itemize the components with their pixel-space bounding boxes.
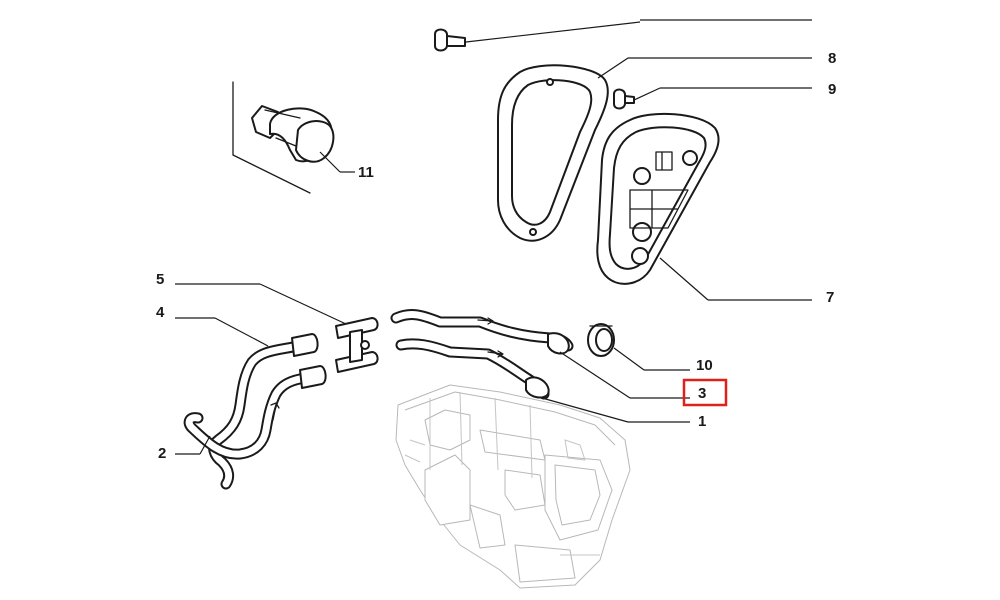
callout-3: 3 [698,385,706,402]
callout-5: 5 [156,271,164,288]
callout-11: 11 [358,164,374,181]
callout-3-highlight [682,378,728,407]
callout-9: 9 [828,81,836,98]
callout-1: 1 [698,413,706,430]
heater-box-ghost [395,384,631,589]
part-9-bolt [613,87,812,110]
part-8-gasket [434,19,812,242]
part-4-hose-assembly [175,317,327,490]
part-7-cover [596,112,812,301]
part-3-and-1-pipes [390,309,690,423]
callout-7: 7 [826,289,834,306]
part-11-clip [232,81,355,194]
callout-4: 4 [156,304,165,321]
callout-10: 10 [696,357,713,374]
callout-8: 8 [828,50,836,67]
part-10-clamp [587,323,690,371]
callout-2: 2 [158,445,166,462]
part-5-connector [175,283,379,373]
leader-11 [319,151,341,173]
